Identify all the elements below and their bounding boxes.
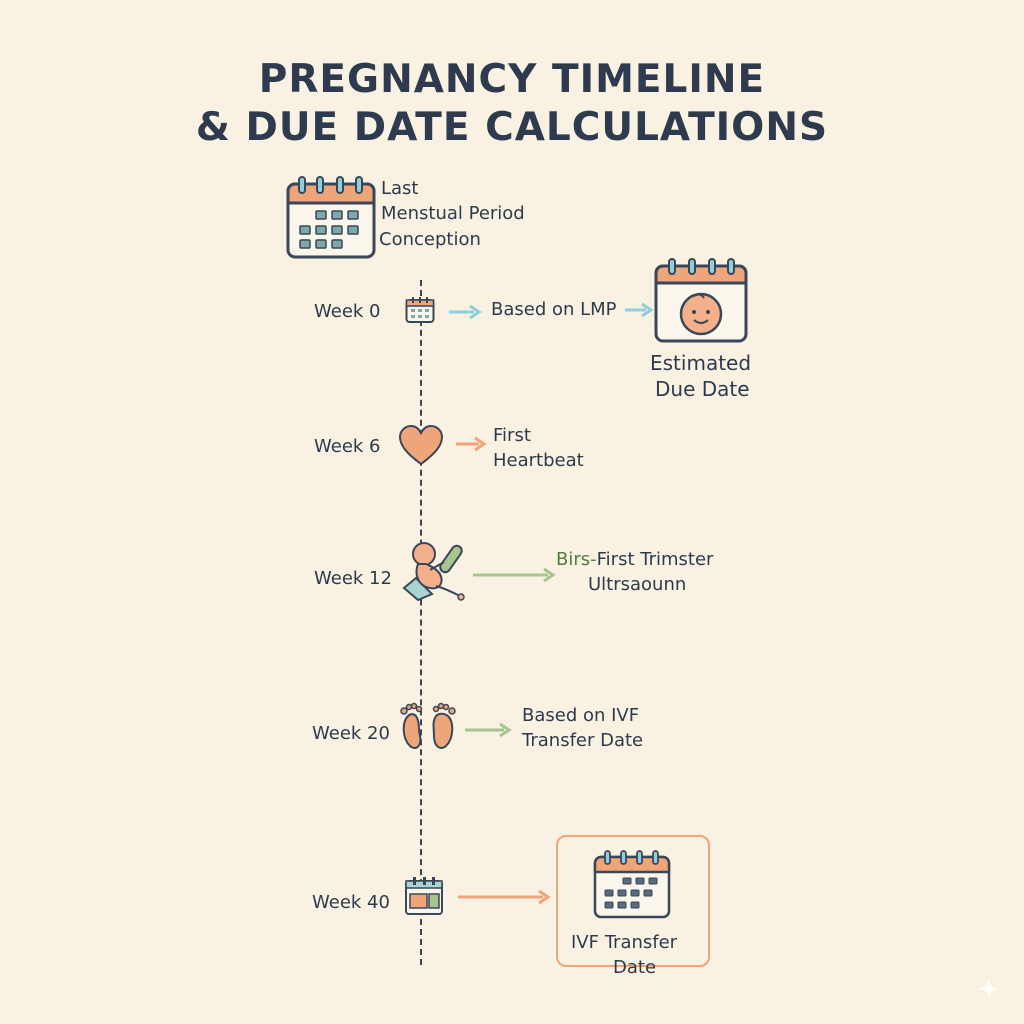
milestone-label-6-line-2: Heartbeat [493, 450, 584, 471]
ivf-label-line-1: IVF Transfer [571, 932, 678, 953]
heart-icon [398, 425, 444, 466]
milestone-label-12-line-1: Birs-First Trimster [556, 549, 713, 570]
arrow-right-icon [465, 722, 512, 738]
sparkle-icon [978, 978, 1000, 1000]
due-date-label-line-1: Estimated [650, 351, 752, 375]
page-title-line-1: PREGNANCY TIMELINE [258, 57, 766, 102]
calendar-baby-icon [654, 258, 748, 343]
calendar-highlight-icon [405, 877, 443, 915]
due-date-label-line-2: Due Date [655, 377, 750, 401]
small-calendar-icon [405, 297, 435, 323]
milestone-label-20-line-1: Based on IVF [522, 705, 640, 726]
week-label-20: Week 20 [312, 723, 390, 744]
milestone-label-6-line-1: First [493, 425, 531, 446]
calendar-icon [286, 176, 376, 259]
header-label-line-1: Last [381, 178, 419, 199]
arrow-right-icon [458, 889, 551, 905]
ivf-label-line-2: Date [613, 957, 657, 978]
header-label-line-3: Conception [379, 229, 481, 250]
timeline-line [420, 280, 422, 965]
milestone-label-20-line-2: Transfer Date [522, 730, 644, 751]
week-label-6: Week 6 [314, 436, 381, 457]
milestone-label-12-prefix: Birs- [556, 549, 597, 570]
fetus-icon [402, 542, 465, 602]
page-title-line-2: & DUE DATE CALCULATIONS [195, 105, 829, 150]
week-label-12: Week 12 [314, 568, 392, 589]
calendar-icon [593, 850, 671, 919]
milestone-label-12-text: First Trimster [596, 549, 714, 570]
week-label-40: Week 40 [312, 892, 390, 913]
arrow-right-icon [456, 436, 487, 452]
baby-feet-icon [400, 702, 456, 749]
week-label-0: Week 0 [314, 301, 381, 322]
arrow-right-icon [625, 302, 654, 318]
header-label-line-2: Menstual Period [381, 203, 525, 224]
arrow-right-icon [449, 304, 482, 320]
milestone-label-12-line-2: Ultrsaounn [588, 574, 687, 595]
ivf-transfer-box [556, 835, 710, 967]
arrow-right-icon [473, 567, 556, 583]
milestone-label-0: Based on LMP [491, 299, 617, 320]
